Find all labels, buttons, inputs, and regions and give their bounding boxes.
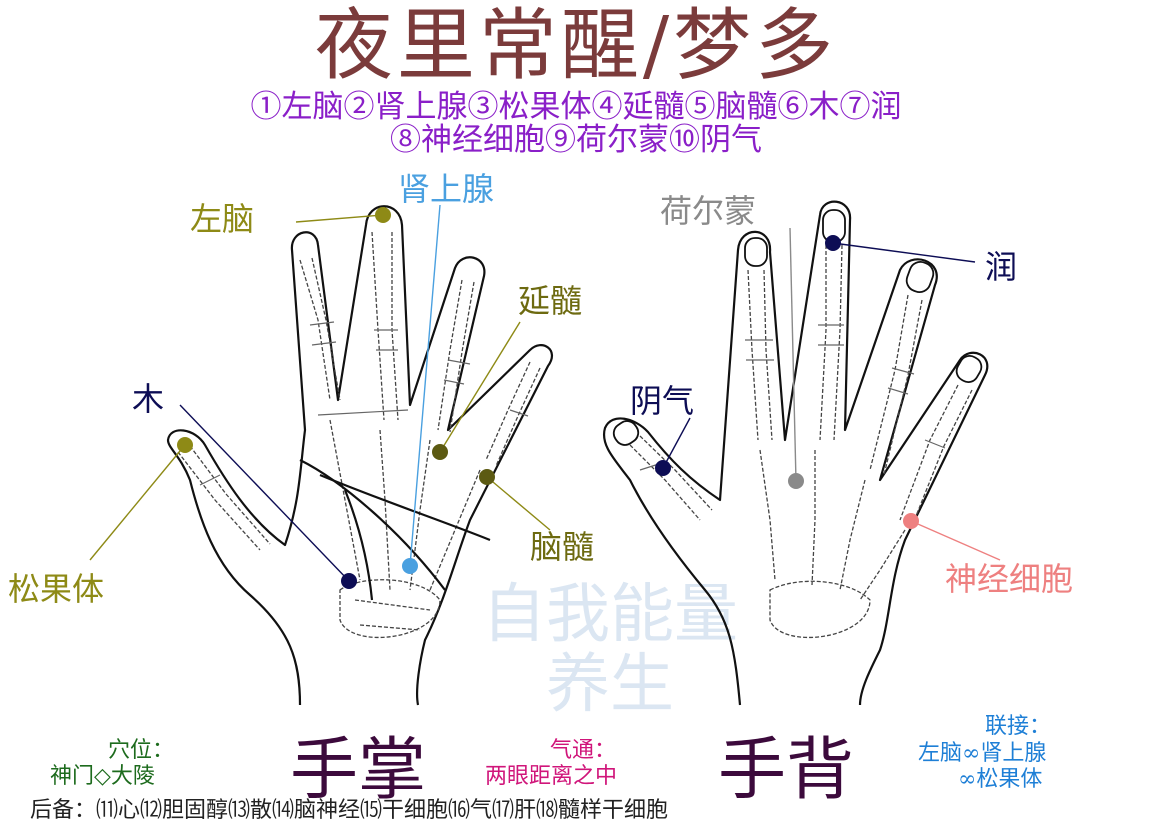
back-caption: 手背 <box>718 731 855 810</box>
links-heading: 联接： <box>985 714 1052 739</box>
page-title: 夜里常醒/梦多 <box>314 1 838 91</box>
qi-heading: 气通： <box>550 738 617 763</box>
label-brain-marrow: 脑髓 <box>530 528 594 566</box>
leader-hormone <box>789 227 797 482</box>
palm-caption: 手掌 <box>290 731 427 810</box>
acupoint-value: 神门◇大陵 <box>50 764 155 789</box>
dot-brain-marrow[interactable] <box>479 469 495 485</box>
acupoint-heading: 穴位： <box>108 738 175 763</box>
back-joint-marks <box>639 324 946 471</box>
label-yin-qi: 阴气 <box>630 382 694 420</box>
leader-pineal <box>89 444 186 561</box>
label-nerve-cell: 神经细胞 <box>945 560 1073 598</box>
leader-lines <box>89 204 1001 582</box>
dot-adrenal[interactable] <box>402 558 418 574</box>
label-moisture: 润 <box>985 248 1017 286</box>
label-medulla: 延髓 <box>518 282 582 320</box>
back-hand-outline <box>602 200 989 706</box>
watermark: 自我能量 养生 <box>400 580 820 720</box>
back-bones <box>629 244 973 639</box>
leader-medulla <box>439 321 521 453</box>
leader-nerve-cell <box>910 520 1001 561</box>
leader-wood <box>179 404 350 582</box>
dot-wood[interactable] <box>341 573 357 589</box>
qi-value: 两眼距离之中 <box>485 764 618 789</box>
watermark-line-2: 养生 <box>546 648 674 722</box>
links-line-2: ∞松果体 <box>958 767 1043 792</box>
dot-hormone[interactable] <box>788 473 804 489</box>
legend-line-2: ⑧神经细胞⑨荷尔蒙⑩阴气 <box>390 122 762 158</box>
acupoint-dots <box>177 207 919 589</box>
watermark-line-1: 自我能量 <box>482 578 738 652</box>
palm-joint-marks <box>199 321 529 486</box>
label-left-brain: 左脑 <box>190 200 254 238</box>
dot-pineal[interactable] <box>177 437 193 453</box>
dot-medulla[interactable] <box>432 444 448 460</box>
leader-moisture <box>832 242 976 263</box>
backup-line: 后备：⑾心⑿胆固醇⒀散⒁脑神经⒂干细胞⒃气⒄肝⒅髓样干细胞 <box>30 798 669 823</box>
leader-adrenal <box>409 204 441 567</box>
label-hormone: 荷尔蒙 <box>660 192 756 230</box>
label-pineal: 松果体 <box>8 570 104 608</box>
leader-brain-marrow <box>486 476 551 531</box>
label-wood: 木 <box>132 380 164 418</box>
label-adrenal: 肾上腺 <box>398 170 494 208</box>
palm-hand-outline <box>166 205 554 706</box>
dot-nerve-cell[interactable] <box>903 513 919 529</box>
dot-moisture[interactable] <box>825 235 841 251</box>
legend-line-1: ①左脑②肾上腺③松果体④延髓⑤脑髓⑥木⑦润 <box>250 89 902 125</box>
dot-yin-qi[interactable] <box>655 460 671 476</box>
leader-left-brain <box>295 214 384 223</box>
back-nails <box>612 209 983 446</box>
links-line-1: 左脑∞肾上腺 <box>918 741 1047 766</box>
dot-left-brain[interactable] <box>375 207 391 223</box>
leader-yin-qi <box>662 417 691 469</box>
palm-creases <box>299 459 491 601</box>
